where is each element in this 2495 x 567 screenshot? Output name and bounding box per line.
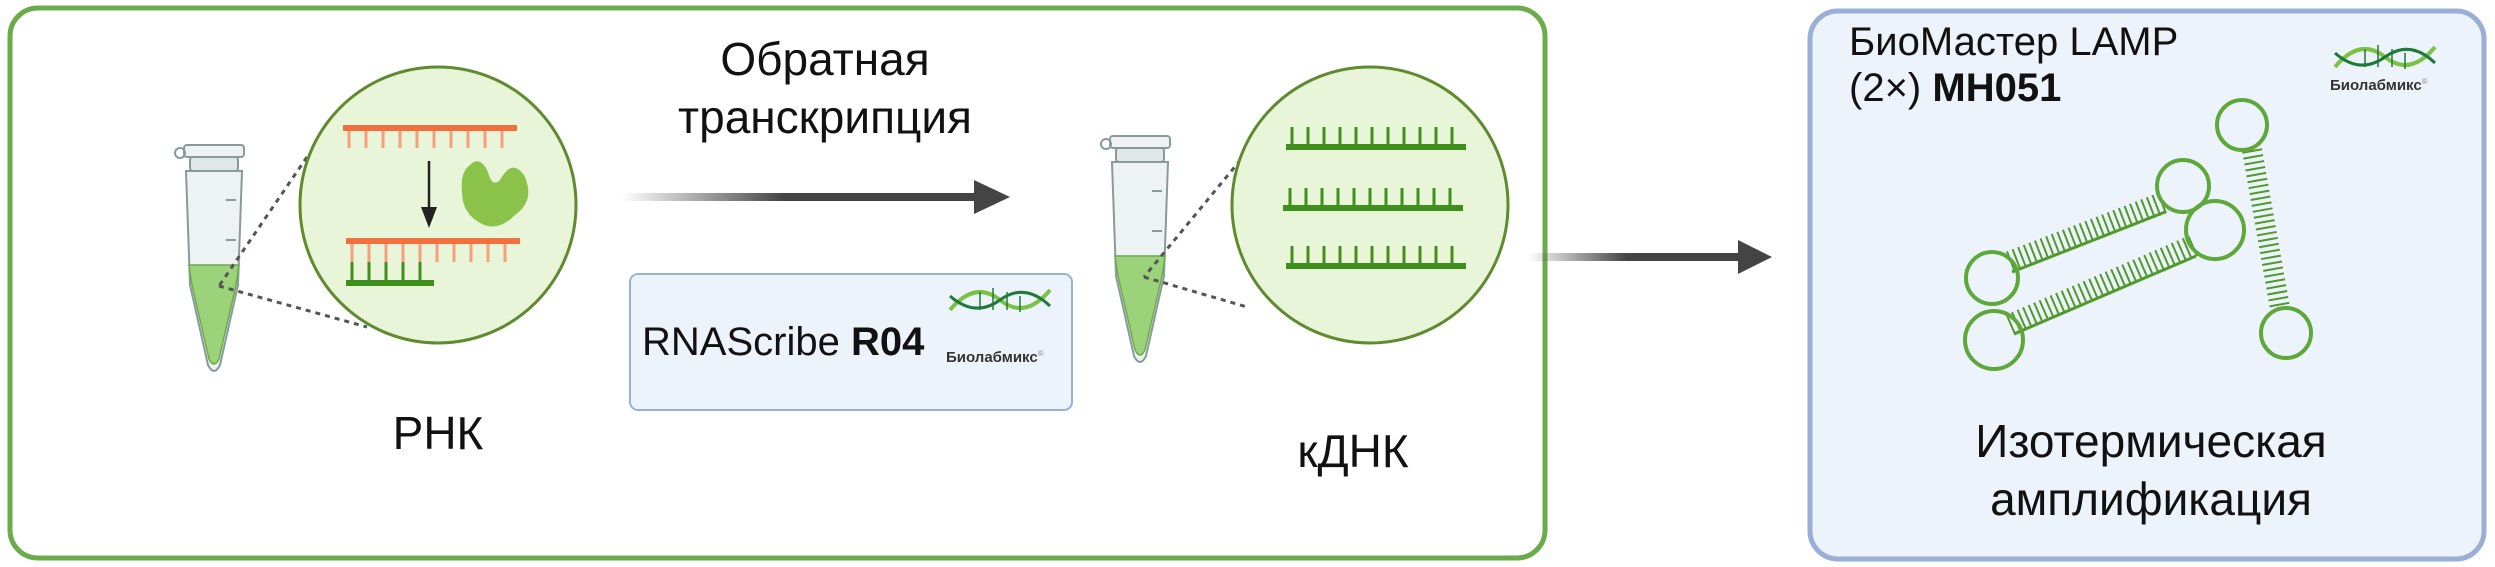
rt-kit-brand: Биолабмикс® xyxy=(946,349,1044,366)
rt-arrow-icon xyxy=(622,180,1010,214)
rt-kit-name: RNAScribe xyxy=(642,320,840,364)
lamp-kit-prefix: (2×) xyxy=(1849,66,1922,110)
enzyme-icon xyxy=(461,161,529,227)
brand-name: Биолабмикс xyxy=(2330,77,2422,94)
brand-mark: ® xyxy=(2421,77,2428,86)
lamp-dumbbell-icon xyxy=(1963,98,2313,371)
lamp-kit-code: MH051 xyxy=(1932,66,2062,110)
cdna-strand-icon xyxy=(346,280,434,286)
amplification-arrow-icon xyxy=(1528,240,1772,274)
lamp-frame xyxy=(1807,8,2487,562)
brand-name: Биолабмикс xyxy=(946,349,1038,366)
lamp-label-line2: амплификация xyxy=(1990,473,2312,525)
rna-zoom-circle xyxy=(298,65,578,345)
rt-kit-code: R04 xyxy=(850,320,925,364)
zoom-lines-icon xyxy=(217,156,368,329)
biolabmix-logo-icon xyxy=(948,288,1052,312)
rna-label: РНК xyxy=(392,407,484,459)
biolabmix-logo-icon xyxy=(2333,45,2437,69)
lamp-kit-name: БиоМастер LAMP xyxy=(1849,20,2179,64)
lamp-kit-code-line: (2×) MH051 xyxy=(1849,68,2061,108)
rt-kit-box xyxy=(629,273,1073,411)
rna-strand-icon xyxy=(343,125,517,131)
cdna-label: кДНК xyxy=(1297,425,1409,477)
rt-label-line1: Обратная xyxy=(720,33,930,85)
lamp-label-line1: Изотермическая xyxy=(1975,415,2327,467)
rt-label-line2: транскрипция xyxy=(678,91,972,143)
lamp-kit-brand: Биолабмикс® xyxy=(2330,77,2428,94)
cdna-zoom-circle xyxy=(1230,65,1510,345)
brand-mark: ® xyxy=(1037,349,1044,358)
zoom-lines-icon xyxy=(1142,151,1249,309)
rt-kit-title: RNAScribe R04 xyxy=(642,322,924,362)
